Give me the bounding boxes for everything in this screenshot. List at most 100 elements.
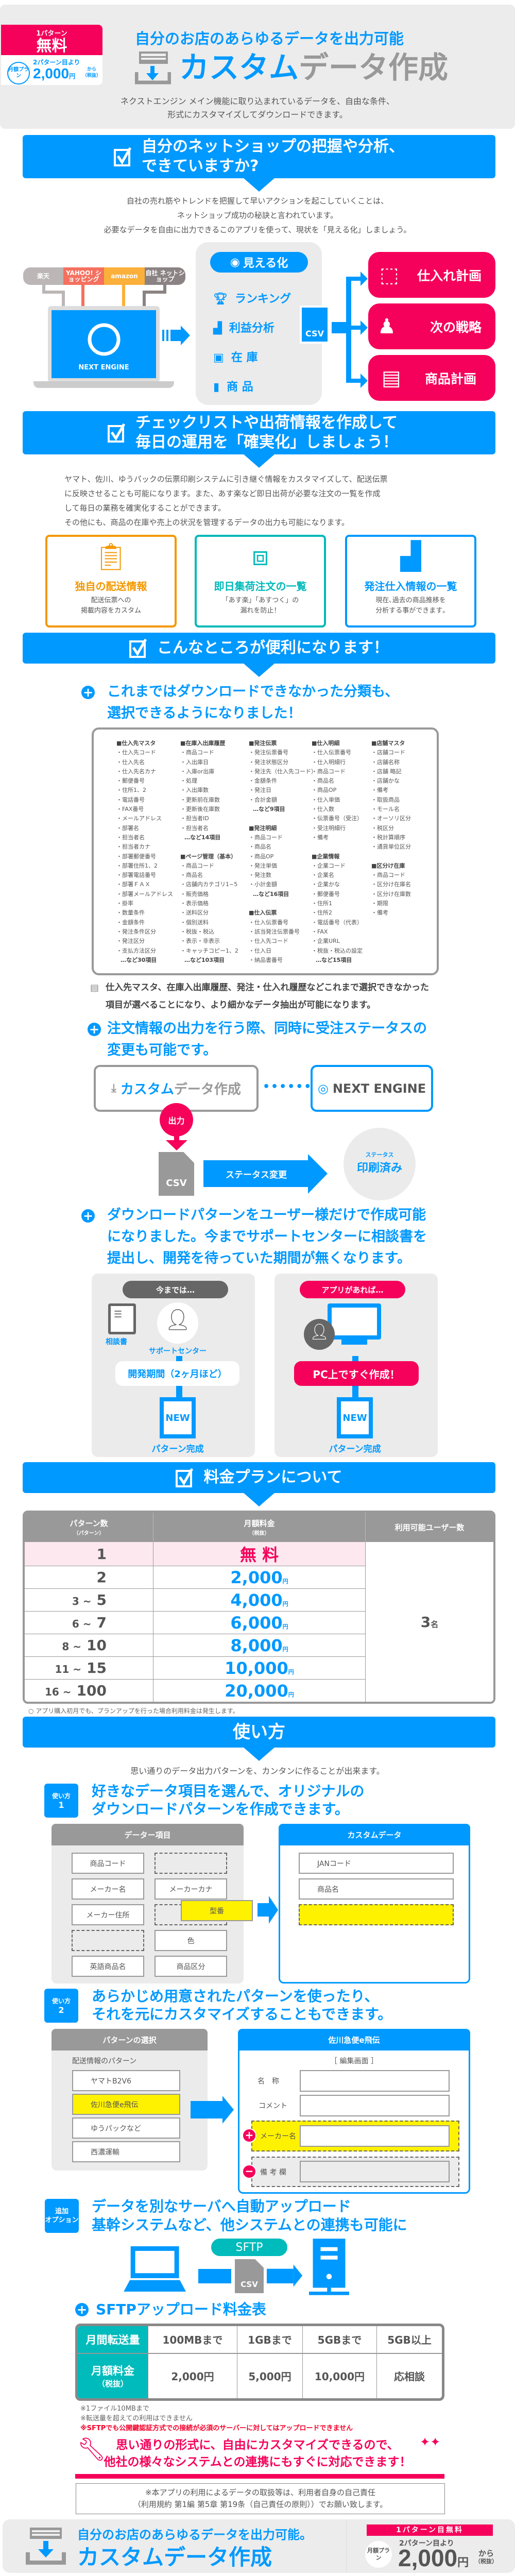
next-engine-logo-icon bbox=[88, 323, 121, 356]
csv-file-icon: CSV bbox=[159, 1152, 194, 1196]
field-item: ・担当者名 bbox=[116, 834, 145, 841]
field-item bbox=[249, 899, 317, 908]
pattern-option[interactable]: ヤマトB2V6 bbox=[72, 2070, 180, 2091]
field-item: ・支払方法区分 bbox=[116, 947, 156, 954]
arrow-right-icon bbox=[191, 2096, 234, 2124]
dragging-item-model-number[interactable]: 型番 bbox=[181, 1900, 253, 1921]
branch-arrows bbox=[332, 272, 368, 388]
custom-item[interactable]: 商品名 bbox=[299, 1878, 454, 1900]
field-item: ・担当者ID bbox=[180, 815, 209, 822]
field-item: ・発注日 bbox=[249, 787, 271, 794]
support-center-label: サポートセンター bbox=[149, 1347, 207, 1355]
maker-name-input[interactable] bbox=[300, 2125, 450, 2147]
monthly-price: 20,000円 bbox=[153, 1679, 366, 1702]
presentation-icon: ♟ bbox=[377, 314, 396, 338]
dev-period-pill: 開発期間（2ヶ月ほど） bbox=[115, 1361, 239, 1386]
output-badge: 出力 bbox=[160, 1103, 193, 1137]
pattern-range: 2 bbox=[25, 1566, 153, 1588]
name-input[interactable] bbox=[300, 2070, 450, 2092]
field-item: ・仕入伝票番号 bbox=[312, 749, 351, 756]
field-item: ・商品コード bbox=[312, 768, 346, 775]
connection-dots: •••••• bbox=[263, 1080, 313, 1093]
custom-item[interactable]: JANコード bbox=[299, 1853, 454, 1874]
field-item: ・住所1 bbox=[312, 900, 332, 907]
field-category: ■在庫入出庫履歴 bbox=[180, 740, 226, 747]
field-item: ・個別送料 bbox=[180, 919, 209, 926]
section-header-operations: チェックリストや出荷情報を作成して毎日の運用を「確実化」しましょう！ bbox=[23, 411, 495, 468]
data-item[interactable]: 商品コード bbox=[72, 1853, 144, 1874]
comment-input[interactable] bbox=[300, 2095, 450, 2116]
field-item: ・オーソリ区分 bbox=[371, 815, 411, 822]
mall-logos: 楽天 YAHOO! ショッピング amazon 自社 ネットショップ bbox=[23, 267, 185, 285]
after-pill: アプリがあれば… bbox=[300, 1281, 405, 1298]
field-item: ・納品書番号 bbox=[249, 956, 283, 963]
field-item: ・仕入単価 bbox=[312, 796, 340, 803]
field-item bbox=[249, 814, 317, 823]
field-category: ■店舗マスタ bbox=[371, 740, 405, 747]
field-column: ■仕入明細・仕入伝票番号・仕入明細行・商品コード・商品名・商品OP・仕入単価・仕… bbox=[312, 739, 363, 965]
download-icon: ⤓ bbox=[111, 1082, 116, 1095]
pattern-option[interactable]: 西濃運輸 bbox=[72, 2141, 180, 2162]
footer-plan-circle: 月額プラン bbox=[365, 2541, 392, 2568]
wrench-icon: 🔧︎ bbox=[77, 2436, 106, 2463]
field-item: ・部署メールアドレス bbox=[116, 890, 173, 897]
data-item[interactable]: メーカーカナ bbox=[154, 1878, 227, 1900]
field-item: ・部署住所1、2 bbox=[116, 862, 158, 869]
data-item[interactable]: メーカー住所 bbox=[72, 1904, 144, 1925]
operations-paragraph: ヤマト、佐川、ゆうパックの伝票印刷システムに引き継ぐ情報をカスタマイズして、配送… bbox=[64, 474, 388, 527]
checkbox-icon bbox=[108, 423, 125, 443]
checkbox-icon bbox=[114, 147, 131, 166]
amazon-logo: amazon bbox=[104, 267, 145, 285]
field-item: ・企業かな bbox=[312, 881, 340, 888]
empty-slot[interactable] bbox=[154, 1853, 227, 1874]
field-item: ・取扱商品 bbox=[371, 796, 400, 803]
field-column: ■発注伝票・発注伝票番号・発注状態区分・発注先（仕入先コード）・金額条件・発注日… bbox=[249, 739, 317, 965]
pattern-range: 8 ~10 bbox=[25, 1634, 153, 1656]
pattern-option[interactable]: ゆうパックなど bbox=[72, 2117, 180, 2139]
drop-target[interactable] bbox=[299, 1904, 454, 1925]
empty-slot[interactable] bbox=[72, 1930, 144, 1951]
footer-from-label: 2パターン目より bbox=[399, 2539, 454, 2548]
data-item[interactable]: メーカー名 bbox=[72, 1878, 144, 1900]
pattern-range: 11 ~15 bbox=[25, 1656, 153, 1679]
data-item[interactable]: 色 bbox=[154, 1930, 227, 1951]
user-icon: 👤︎ bbox=[304, 1319, 335, 1350]
from-label: 2パターン目より bbox=[33, 59, 80, 66]
new-file-icon: NEW bbox=[160, 1397, 196, 1438]
field-item: …など14項目 bbox=[184, 834, 221, 841]
data-item[interactable]: 商品区分 bbox=[154, 1956, 227, 1977]
add-field-icon[interactable]: + bbox=[242, 2128, 256, 2143]
field-item: ・店舗 略記 bbox=[371, 768, 402, 775]
field-item: ・FAX bbox=[312, 928, 328, 935]
field-item: ・備考 bbox=[371, 909, 388, 917]
field-item: ・販売価格 bbox=[180, 890, 209, 897]
field-item: ・仕入先コード bbox=[116, 749, 156, 756]
monthly-fee-label: 月額料金（税抜） bbox=[78, 2353, 148, 2398]
field-item: ・店舗かな bbox=[371, 777, 400, 785]
field-item: ・仕入数 bbox=[312, 806, 334, 813]
csv-file-icon: CSV bbox=[300, 306, 330, 344]
sftp-notes: ※1ファイル10MBまで※転送量を超えての利用はできません※SFTPでも公開鍵認… bbox=[80, 2405, 353, 2432]
document-icon: ▤ bbox=[90, 982, 99, 993]
field-item: ・仕入伝票番号 bbox=[249, 919, 288, 926]
data-item[interactable]: 英語商品名 bbox=[72, 1956, 144, 1977]
pink-divider bbox=[75, 2474, 444, 2479]
field-column: ■在庫入出庫履歴・商品コード・入出庫日・入庫or出庫・処理・入出庫数・更新前在庫… bbox=[180, 739, 238, 965]
field-category: ■発注明細 bbox=[249, 824, 277, 832]
remarks-input[interactable] bbox=[300, 2161, 450, 2182]
remove-field-icon[interactable]: − bbox=[242, 2164, 256, 2179]
sparkle-icon: ✦✦ bbox=[420, 2435, 441, 2449]
plus-circle-icon: + bbox=[81, 686, 95, 699]
field-item: ・担当者カナ bbox=[116, 843, 150, 851]
badge-top: 1パターン bbox=[36, 30, 67, 38]
field-item: ・更新前在庫数 bbox=[180, 796, 220, 803]
field-item: ・区分け在庫名 bbox=[371, 881, 411, 888]
pattern-option[interactable]: 佐川急便e飛伝 bbox=[72, 2094, 180, 2115]
hero-tagline: 自分のお店のあらゆるデータを出力可能 bbox=[135, 30, 404, 47]
field-item: ・仕入先名 bbox=[116, 758, 145, 766]
own-shop-logo: 自社 ネットショップ bbox=[145, 267, 185, 285]
